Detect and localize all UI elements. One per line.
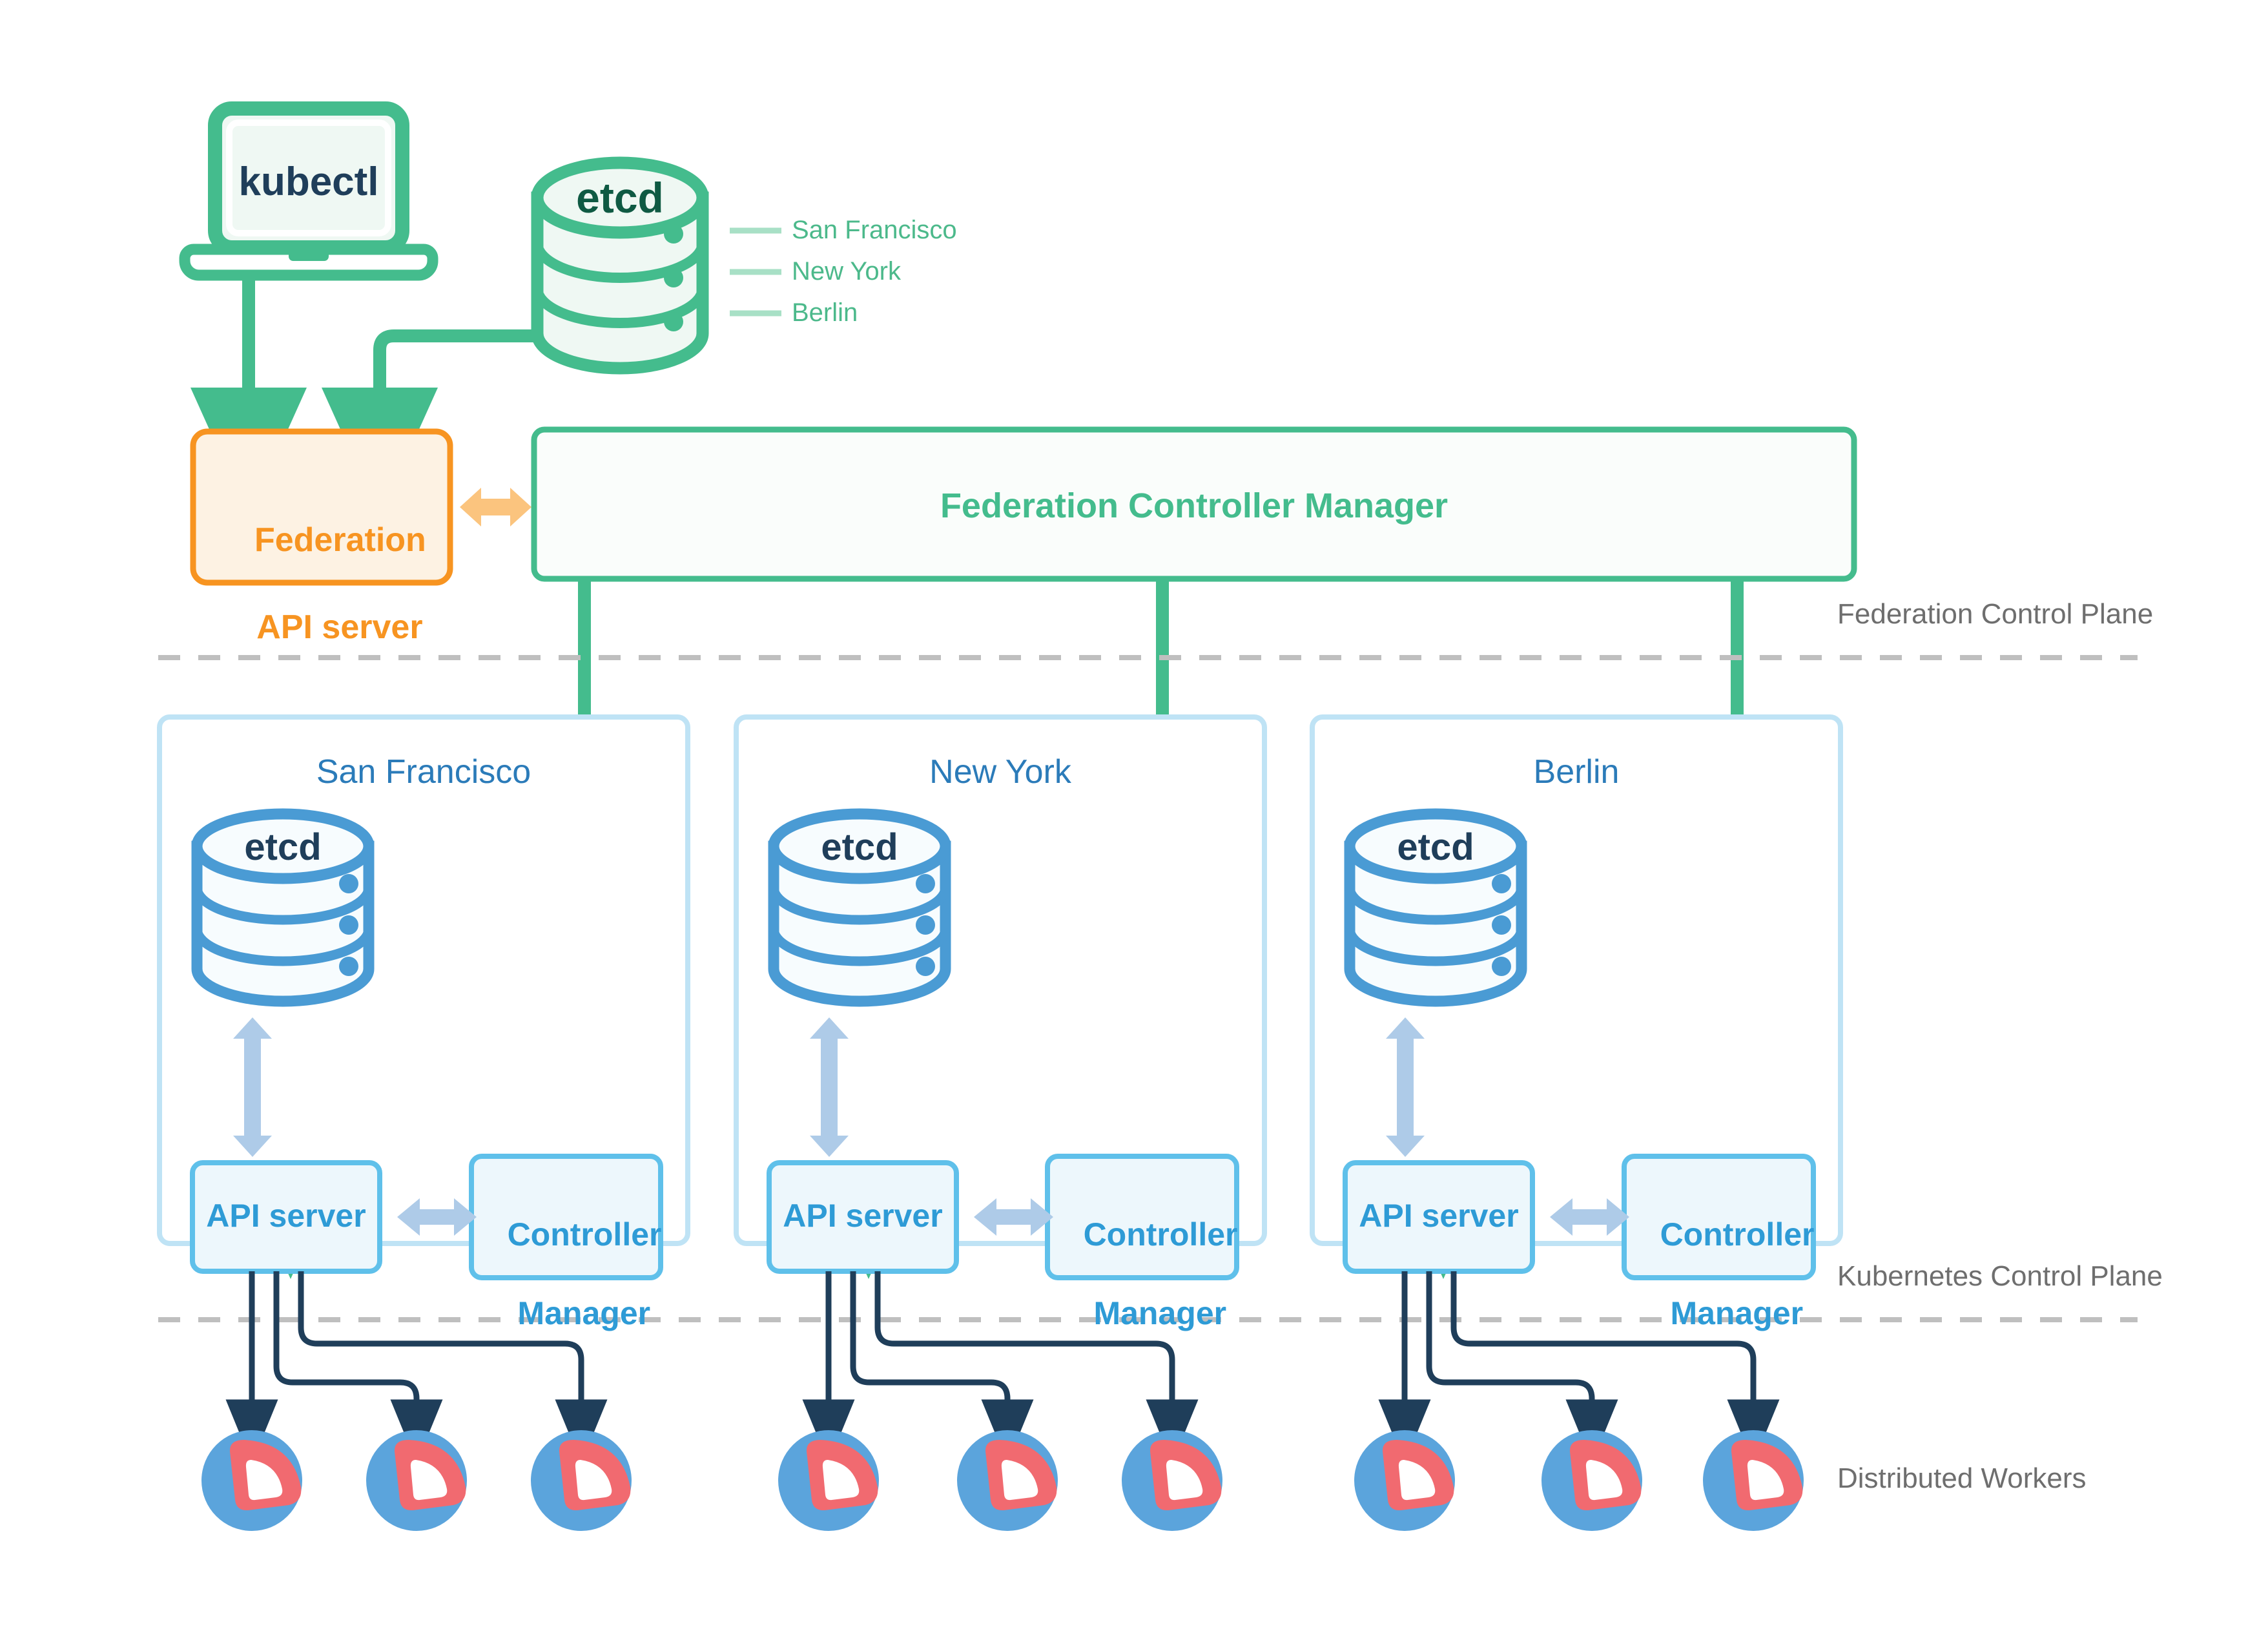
federation-controller-manager-box bbox=[531, 426, 1857, 582]
federation-api-server-line2: API server bbox=[256, 608, 423, 646]
controller-manager-label-berlin[interactable]: Controller Manager bbox=[1624, 1176, 1815, 1373]
container-worker-icon bbox=[1541, 1430, 1642, 1531]
arrow-etcd-to-federation-api bbox=[322, 329, 537, 517]
database-cylinder-icon-federation bbox=[531, 156, 709, 375]
worker-node-group-berlin bbox=[1354, 1430, 1804, 1531]
federation-api-server-line1: Federation bbox=[254, 521, 426, 559]
etcd-region-leader-lines bbox=[730, 227, 781, 317]
cluster-etcd-label-new-york: etcd bbox=[821, 826, 898, 868]
database-cylinder-icon-berlin bbox=[1344, 808, 1527, 1007]
controller-manager-line2: Manager bbox=[517, 1295, 651, 1331]
distributed-workers-label: Distributed Workers bbox=[1837, 1462, 2087, 1494]
etcd-region-label-berlin: Berlin bbox=[792, 298, 858, 327]
etcd-region-label-new-york: New York bbox=[792, 257, 901, 286]
container-worker-icon bbox=[1122, 1430, 1222, 1531]
api-server-label-san-francisco[interactable]: API server bbox=[206, 1198, 366, 1234]
api-to-workers-connectors-new-york bbox=[802, 1271, 1199, 1464]
federation-control-plane-label: Federation Control Plane bbox=[1837, 598, 2154, 630]
controller-manager-label-new-york[interactable]: Controller Manager bbox=[1047, 1176, 1238, 1373]
api-server-label-new-york[interactable]: API server bbox=[783, 1198, 943, 1234]
api-to-workers-connectors-san-francisco bbox=[225, 1271, 608, 1464]
container-worker-icon bbox=[366, 1430, 467, 1531]
federation-controller-manager-label[interactable]: Federation Controller Manager bbox=[940, 486, 1448, 525]
arrow-bidirectional-icon-api-cm-san-francisco bbox=[397, 1198, 477, 1236]
kubectl-label: kubectl bbox=[238, 160, 379, 204]
arrow-bidirectional-icon-etcd-api-new-york bbox=[810, 1017, 849, 1157]
worker-node-group-san-francisco bbox=[201, 1430, 632, 1531]
cluster-etcd-label-san-francisco: etcd bbox=[244, 826, 322, 868]
etcd-region-label-san-francisco: San Francisco bbox=[792, 216, 957, 244]
worker-node-group-new-york bbox=[778, 1430, 1222, 1531]
arrow-bidirectional-icon-api-cm-new-york bbox=[974, 1198, 1053, 1236]
arrow-bidirectional-icon-federation bbox=[460, 488, 531, 526]
database-cylinder-icon-san-francisco bbox=[191, 808, 375, 1007]
api-server-label-berlin[interactable]: API server bbox=[1359, 1198, 1519, 1234]
federation-api-server-box bbox=[190, 428, 453, 586]
api-to-workers-connectors-berlin bbox=[1378, 1271, 1780, 1464]
container-worker-icon bbox=[1703, 1430, 1804, 1531]
arrow-bidirectional-icon-etcd-api-berlin bbox=[1386, 1017, 1425, 1157]
controller-manager-line1: Controller bbox=[1660, 1216, 1815, 1253]
container-worker-icon bbox=[531, 1430, 632, 1531]
controller-manager-line2: Manager bbox=[1670, 1295, 1804, 1331]
kubernetes-control-plane-label: Kubernetes Control Plane bbox=[1837, 1260, 2163, 1292]
database-cylinder-icon-new-york bbox=[768, 808, 951, 1007]
container-worker-icon bbox=[1354, 1430, 1455, 1531]
cluster-etcd-label-berlin: etcd bbox=[1397, 826, 1474, 868]
cluster-title-new-york: New York bbox=[929, 753, 1071, 791]
controller-manager-label-san-francisco[interactable]: Controller Manager bbox=[471, 1176, 662, 1373]
federation-api-server-label[interactable]: Federation API server bbox=[193, 475, 450, 693]
container-worker-icon bbox=[778, 1430, 879, 1531]
controller-manager-line2: Manager bbox=[1093, 1295, 1227, 1331]
api-server-box-berlin bbox=[1343, 1160, 1535, 1274]
controller-manager-line1: Controller bbox=[1083, 1216, 1238, 1253]
controller-manager-line1: Controller bbox=[507, 1216, 662, 1253]
container-worker-icon bbox=[957, 1430, 1058, 1531]
container-worker-icon bbox=[201, 1430, 302, 1531]
arrow-bidirectional-icon-etcd-api-san-francisco bbox=[233, 1017, 272, 1157]
federation-etcd-label: etcd bbox=[576, 174, 664, 222]
api-server-box-new-york bbox=[767, 1160, 959, 1274]
cluster-title-san-francisco: San Francisco bbox=[316, 753, 531, 791]
cluster-title-berlin: Berlin bbox=[1533, 753, 1620, 791]
laptop-icon bbox=[179, 101, 438, 281]
arrow-bidirectional-icon-api-cm-berlin bbox=[1550, 1198, 1629, 1236]
api-server-box-san-francisco bbox=[190, 1160, 382, 1274]
